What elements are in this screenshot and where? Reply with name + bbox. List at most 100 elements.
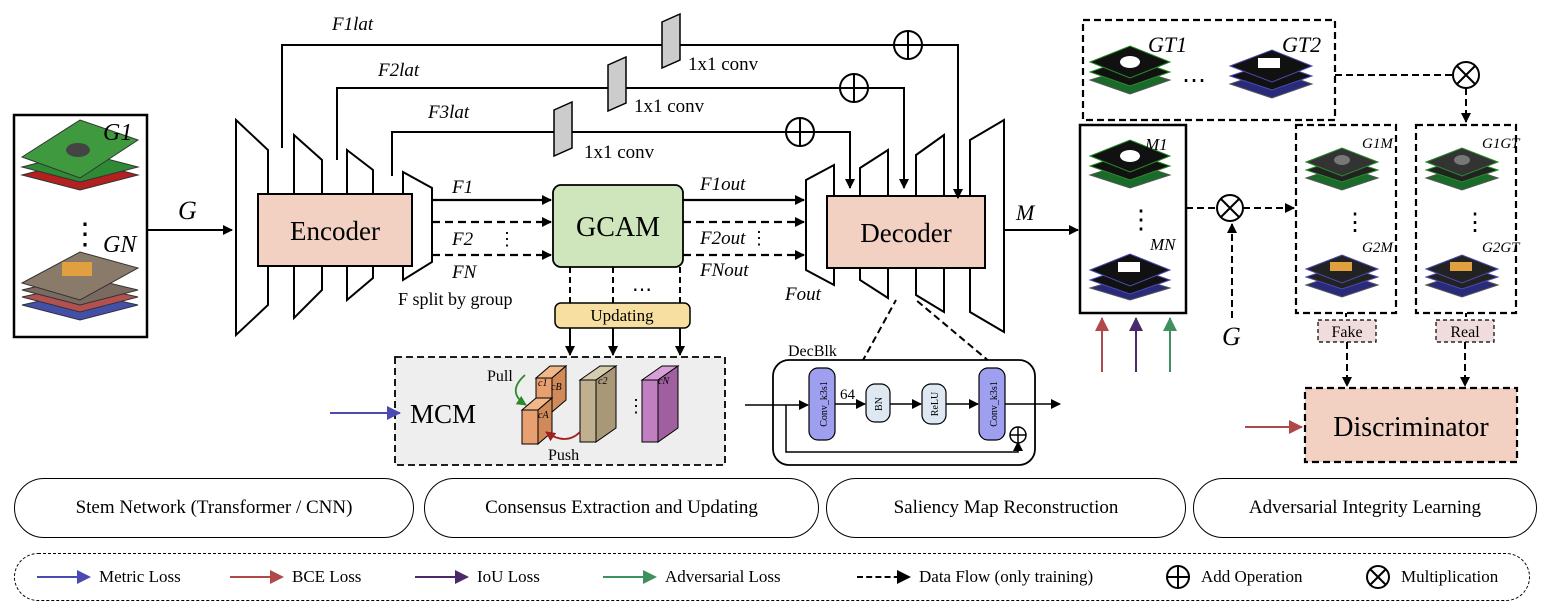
input-image-stack-bottom bbox=[20, 251, 140, 321]
real-dots: ⋮ bbox=[1463, 210, 1487, 236]
mcm-cn: cN bbox=[658, 376, 670, 387]
updating-label: Updating bbox=[590, 306, 654, 325]
legend-data-flow-label: Data Flow (only training) bbox=[919, 567, 1094, 586]
updating-box bbox=[554, 302, 691, 329]
legend-multiplication: Multiplication bbox=[1365, 554, 1498, 600]
output-g-label: G bbox=[1222, 322, 1241, 351]
mcm-dots: ⋮ bbox=[627, 396, 645, 416]
phase-adversarial-label: Adversarial Integrity Learning bbox=[1248, 497, 1482, 518]
gt-dots: ⋯ bbox=[1182, 68, 1206, 94]
gcam-box bbox=[552, 184, 684, 268]
gt-stack-2 bbox=[1228, 49, 1314, 99]
output-mn: MN bbox=[1149, 235, 1177, 254]
discriminator-box bbox=[1303, 386, 1519, 464]
legend-bce-loss: BCE Loss bbox=[230, 554, 361, 600]
phase-reconstruction-label: Saliency Map Reconstruction bbox=[893, 497, 1119, 518]
decblk-box bbox=[772, 359, 1036, 466]
input-dots: ⋮ bbox=[70, 218, 100, 251]
lateral-1-conv: 1x1 conv bbox=[688, 54, 759, 75]
mcm-ca: cA bbox=[538, 410, 549, 421]
feature-f2: F2 bbox=[451, 229, 474, 250]
lateral-2-label: F2lat bbox=[377, 60, 420, 81]
phase-reconstruction: Saliency Map Reconstruction bbox=[826, 478, 1186, 538]
mcm-push-arrow bbox=[545, 431, 581, 442]
input-label-gn: GN bbox=[103, 232, 138, 258]
decblk-channels: 64 bbox=[840, 387, 856, 403]
mcm-c2: c2 bbox=[598, 376, 607, 387]
feature-fn: FN bbox=[451, 262, 478, 283]
decblk-bn-label: BN bbox=[874, 397, 885, 411]
legend-adversarial-arrow bbox=[603, 570, 657, 584]
phase-stem-label: Stem Network (Transformer / CNN) bbox=[75, 497, 353, 518]
feature-out-fout: Fout bbox=[784, 284, 822, 305]
real-tag-label: Real bbox=[1450, 324, 1480, 341]
encoder-box bbox=[257, 193, 413, 267]
real-g2: G2GT bbox=[1482, 240, 1521, 256]
fake-g2: G2M bbox=[1362, 240, 1394, 256]
feature-f1: F1 bbox=[451, 177, 473, 198]
input-image-stack-top bbox=[20, 119, 140, 191]
legend-data-flow: Data Flow (only training) bbox=[857, 554, 1093, 600]
input-arrow-label: G bbox=[178, 196, 197, 225]
discriminator-label: Discriminator bbox=[1333, 412, 1489, 443]
decblk-add-icon bbox=[1009, 426, 1027, 444]
legend-add-label: Add Operation bbox=[1201, 567, 1303, 586]
input-label-g1: G1 bbox=[103, 120, 132, 146]
feature-out-f1: F1out bbox=[699, 174, 746, 195]
phase-consensus: Consensus Extraction and Updating bbox=[424, 478, 819, 538]
mcm-label: MCM bbox=[410, 399, 476, 429]
fake-tag-label: Fake bbox=[1331, 324, 1362, 341]
output-m-label: M bbox=[1015, 200, 1036, 225]
input-group: G1 ⋮ GN bbox=[12, 113, 149, 339]
legend-metric-arrow bbox=[37, 570, 91, 584]
lateral-3-conv: 1x1 conv bbox=[584, 142, 655, 163]
mcm-push-label: Push bbox=[548, 447, 579, 464]
multiply-icon bbox=[1366, 565, 1390, 589]
gt-multiplication-icon bbox=[1452, 61, 1480, 89]
gcam-label: GCAM bbox=[576, 212, 660, 243]
decoder-label: Decoder bbox=[860, 218, 951, 248]
legend-metric-loss: Metric Loss bbox=[37, 554, 181, 600]
decblk-skip bbox=[785, 405, 1023, 453]
feature-split-label: F split by group bbox=[398, 289, 513, 309]
decblk-title: DecBlk bbox=[788, 343, 837, 360]
fake-dots: ⋮ bbox=[1343, 210, 1367, 236]
output-m1: M1 bbox=[1144, 135, 1168, 154]
output-loss-arrows bbox=[1095, 317, 1177, 372]
output-mask-stack-bottom bbox=[1088, 253, 1172, 301]
feature-out-dots: ⋮ bbox=[750, 228, 768, 248]
output-mask-stack-top bbox=[1088, 139, 1172, 189]
mcm-c1: c1 bbox=[538, 378, 547, 389]
output-dots: ⋮ bbox=[1128, 205, 1154, 234]
multiplication-icon bbox=[1216, 194, 1244, 222]
legend-iou-arrow bbox=[415, 570, 469, 584]
feature-dots: ⋮ bbox=[498, 229, 516, 249]
legend-bce-label: BCE Loss bbox=[292, 567, 362, 586]
decblk-conv1-label: Conv_k3s1 bbox=[819, 381, 830, 427]
add-operation-icon bbox=[785, 30, 923, 147]
mcm-pull-label: Pull bbox=[487, 368, 513, 385]
legend-metric-label: Metric Loss bbox=[99, 567, 181, 586]
lateral-2-conv: 1x1 conv bbox=[634, 96, 705, 117]
decoder-to-decblk bbox=[861, 299, 991, 363]
real-stack-top bbox=[1424, 147, 1500, 191]
lateral-conv-plates bbox=[553, 12, 681, 158]
updating-dots: ⋯ bbox=[632, 279, 652, 301]
legend-iou-label: IoU Loss bbox=[477, 567, 540, 586]
phase-adversarial: Adversarial Integrity Learning bbox=[1193, 478, 1537, 538]
real-g1: G1GT bbox=[1482, 136, 1521, 152]
decblk-relu-label: ReLU bbox=[930, 391, 941, 416]
decblk-conv2-label: Conv_k3s1 bbox=[989, 381, 1000, 427]
phase-consensus-label: Consensus Extraction and Updating bbox=[485, 497, 758, 518]
fake-g1: G1M bbox=[1362, 136, 1394, 152]
gcam-to-updating bbox=[569, 267, 681, 303]
real-stack-bottom bbox=[1424, 254, 1500, 298]
feature-arrows-out bbox=[683, 195, 805, 260]
legend: Metric Loss BCE Loss IoU Loss Adversaria… bbox=[14, 553, 1530, 601]
encoder-label: Encoder bbox=[290, 216, 380, 246]
decblk-bn bbox=[865, 383, 891, 423]
legend-mult-label: Multiplication bbox=[1401, 567, 1499, 586]
mcm-cb: cB bbox=[551, 382, 562, 393]
updating-to-mcm bbox=[565, 328, 685, 356]
lateral-1-label: F1lat bbox=[331, 14, 374, 35]
